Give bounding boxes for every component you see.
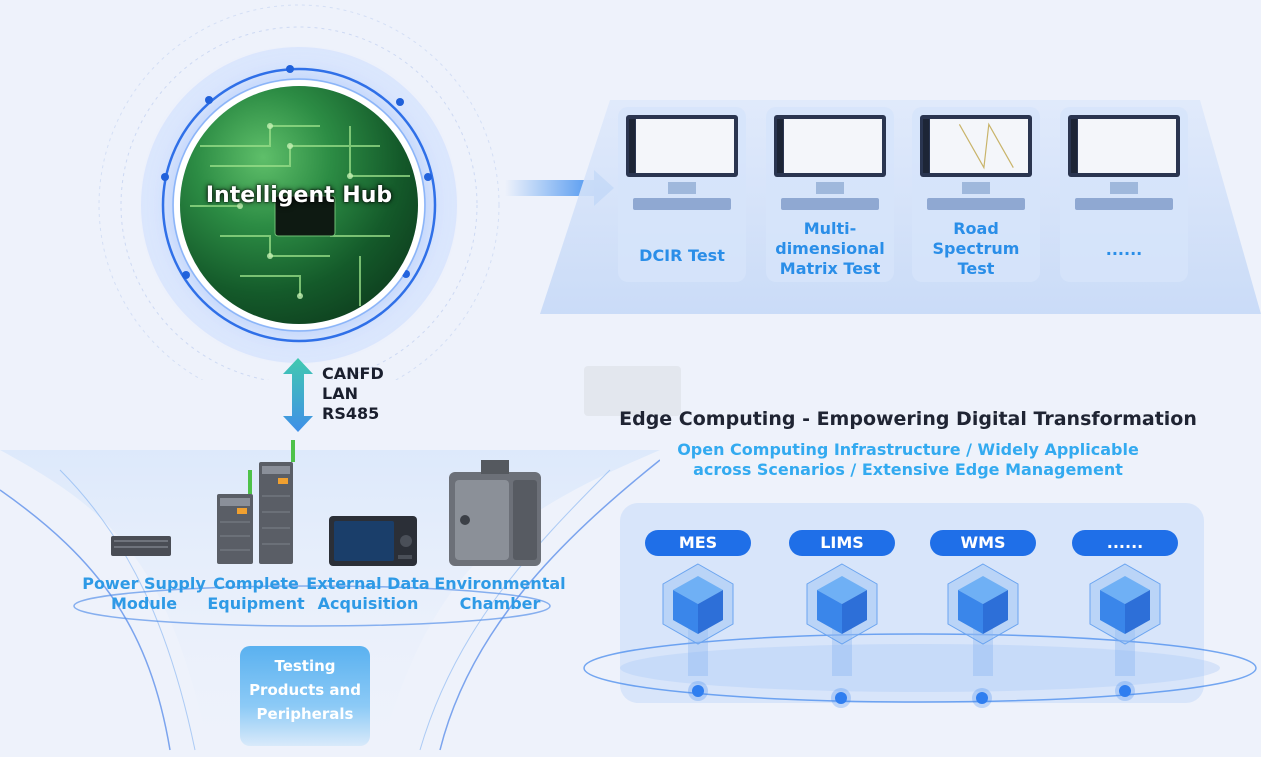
edge-subtitle-line-2: across Scenarios / Extensive Edge Manage… — [693, 460, 1123, 479]
protocol-rs485: RS485 — [322, 404, 380, 423]
edge-base-ring — [583, 633, 1257, 703]
monitor-screen-icon — [920, 115, 1032, 177]
edge-subtitle-line-1: Open Computing Infrastructure / Widely A… — [677, 440, 1139, 459]
arrow-shaft — [505, 180, 597, 196]
system-pill-wms[interactable]: WMS — [930, 530, 1036, 556]
connection-node — [835, 692, 847, 704]
software-label-matrix: Multi- dimensional Matrix Test — [775, 219, 885, 278]
system-pill-lims[interactable]: LIMS — [789, 530, 895, 556]
cube-icon — [662, 563, 734, 676]
circuit-board-icon — [190, 123, 410, 306]
data-acquisition-icon — [329, 516, 417, 566]
hub-title: Intelligent Hub — [205, 183, 393, 208]
testing-products-box: Testing Products and Peripherals — [240, 646, 370, 746]
monitor-screen-icon — [626, 115, 738, 177]
connection-node — [976, 692, 988, 704]
cube-icon — [947, 563, 1019, 676]
edge-title: Edge Computing - Empowering Digital Tran… — [619, 408, 1197, 430]
software-label-dcir: DCIR Test — [639, 246, 725, 265]
protocol-canfd: CANFD — [322, 364, 384, 383]
keyboard-icon — [1075, 198, 1173, 210]
monitor-stand — [668, 182, 696, 194]
monitor-screen-icon — [774, 115, 886, 177]
monitor-screen-icon — [1068, 115, 1180, 177]
keyboard-icon — [633, 198, 731, 210]
cube-icon — [1089, 563, 1161, 676]
power-supply-module-icon — [111, 536, 171, 556]
ghost-placeholder — [584, 366, 681, 416]
monitor-stand — [1110, 182, 1138, 194]
system-pill-more[interactable]: ...... — [1072, 530, 1178, 556]
hub-circuit-image — [180, 86, 418, 324]
monitor-stand — [816, 182, 844, 194]
cube-icon — [806, 563, 878, 676]
monitor-stand — [962, 182, 990, 194]
software-label-road: Road Spectrum Test — [932, 219, 1020, 278]
keyboard-icon — [781, 198, 879, 210]
system-pill-mes[interactable]: MES — [645, 530, 751, 556]
protocol-lan: LAN — [322, 384, 358, 403]
bidirectional-arrow-icon — [283, 358, 313, 432]
software-label-more: ...... — [1105, 240, 1143, 259]
connection-node — [692, 685, 704, 697]
connection-node — [1119, 685, 1131, 697]
keyboard-icon — [927, 198, 1025, 210]
complete-equipment-icon — [217, 440, 295, 564]
environmental-chamber-icon — [449, 460, 541, 566]
